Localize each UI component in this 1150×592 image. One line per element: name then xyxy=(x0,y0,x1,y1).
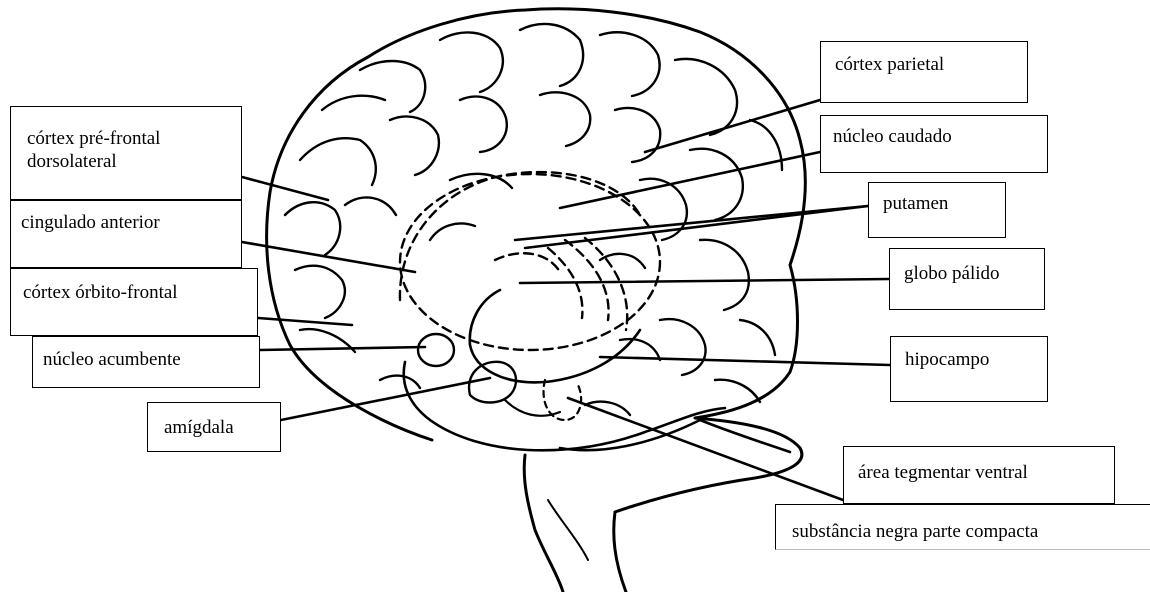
caudate-outline xyxy=(400,174,660,350)
brainstem-left xyxy=(524,455,563,592)
accumbens-shape xyxy=(418,334,454,366)
leader-globus xyxy=(520,279,889,283)
hippocampus-outline xyxy=(470,290,640,382)
leader-amyg xyxy=(281,378,490,420)
label-snpc-text: substância negra parte compacta xyxy=(792,520,1150,543)
label-putamen: putamen xyxy=(868,182,1006,238)
label-substantia-nigra: substância negra parte compacta xyxy=(775,504,1150,550)
label-orbitofrontal-cortex: córtex órbito-frontal xyxy=(10,268,258,336)
brainstem-right xyxy=(614,512,626,592)
label-globus-pallidus: globo pálido xyxy=(889,248,1045,310)
label-ventral-tegmental-area: área tegmentar ventral xyxy=(843,446,1115,504)
cerebellum-contour xyxy=(560,420,790,452)
globus-inner xyxy=(495,253,560,272)
label-caudate-nucleus: núcleo caudado xyxy=(820,115,1048,173)
label-parietal-cortex: córtex parietal xyxy=(820,41,1028,103)
label-acc-text: cingulado anterior xyxy=(21,211,241,234)
gyri-pattern xyxy=(285,24,782,415)
label-nacc-text: núcleo acumbente xyxy=(43,348,259,371)
label-anterior-cingulate: cingulado anterior xyxy=(10,200,242,268)
leader-hippo xyxy=(600,357,890,365)
leader-dlpfc xyxy=(242,177,328,200)
brainstem-detail xyxy=(548,500,588,560)
putamen-arc-2 xyxy=(585,238,627,330)
deep-structures xyxy=(400,172,660,350)
label-caudate-text: núcleo caudado xyxy=(833,125,1047,148)
leader-parietal xyxy=(645,100,820,152)
label-hippocampus-text: hipocampo xyxy=(905,348,1047,371)
label-globus-text: globo pálido xyxy=(904,262,1044,285)
label-amygdala-text: amígdala xyxy=(164,416,280,439)
label-amygdala: amígdala xyxy=(147,402,281,452)
leader-caudate xyxy=(560,152,820,208)
label-nucleus-accumbens: núcleo acumbente xyxy=(32,336,260,388)
leader-ofc xyxy=(258,318,352,325)
label-vta-text: área tegmentar ventral xyxy=(858,461,1114,484)
leader-putamen-b xyxy=(525,206,868,248)
label-hippocampus: hipocampo xyxy=(890,336,1048,402)
amygdala-shape xyxy=(469,362,516,403)
label-dlpfc-line1: córtex pré-frontal xyxy=(27,127,241,150)
putamen-arc-1 xyxy=(565,240,609,320)
label-dlpfc-line2: dorsolateral xyxy=(27,150,241,173)
leader-putamen-a xyxy=(515,206,868,240)
label-ofc-text: córtex órbito-frontal xyxy=(23,281,257,304)
label-parietal-text: córtex parietal xyxy=(835,53,1027,76)
leader-nacc xyxy=(260,347,425,350)
label-dorsolateral-prefrontal-cortex: córtex pré-frontal dorsolateral xyxy=(10,106,242,200)
label-putamen-text: putamen xyxy=(883,192,1005,215)
